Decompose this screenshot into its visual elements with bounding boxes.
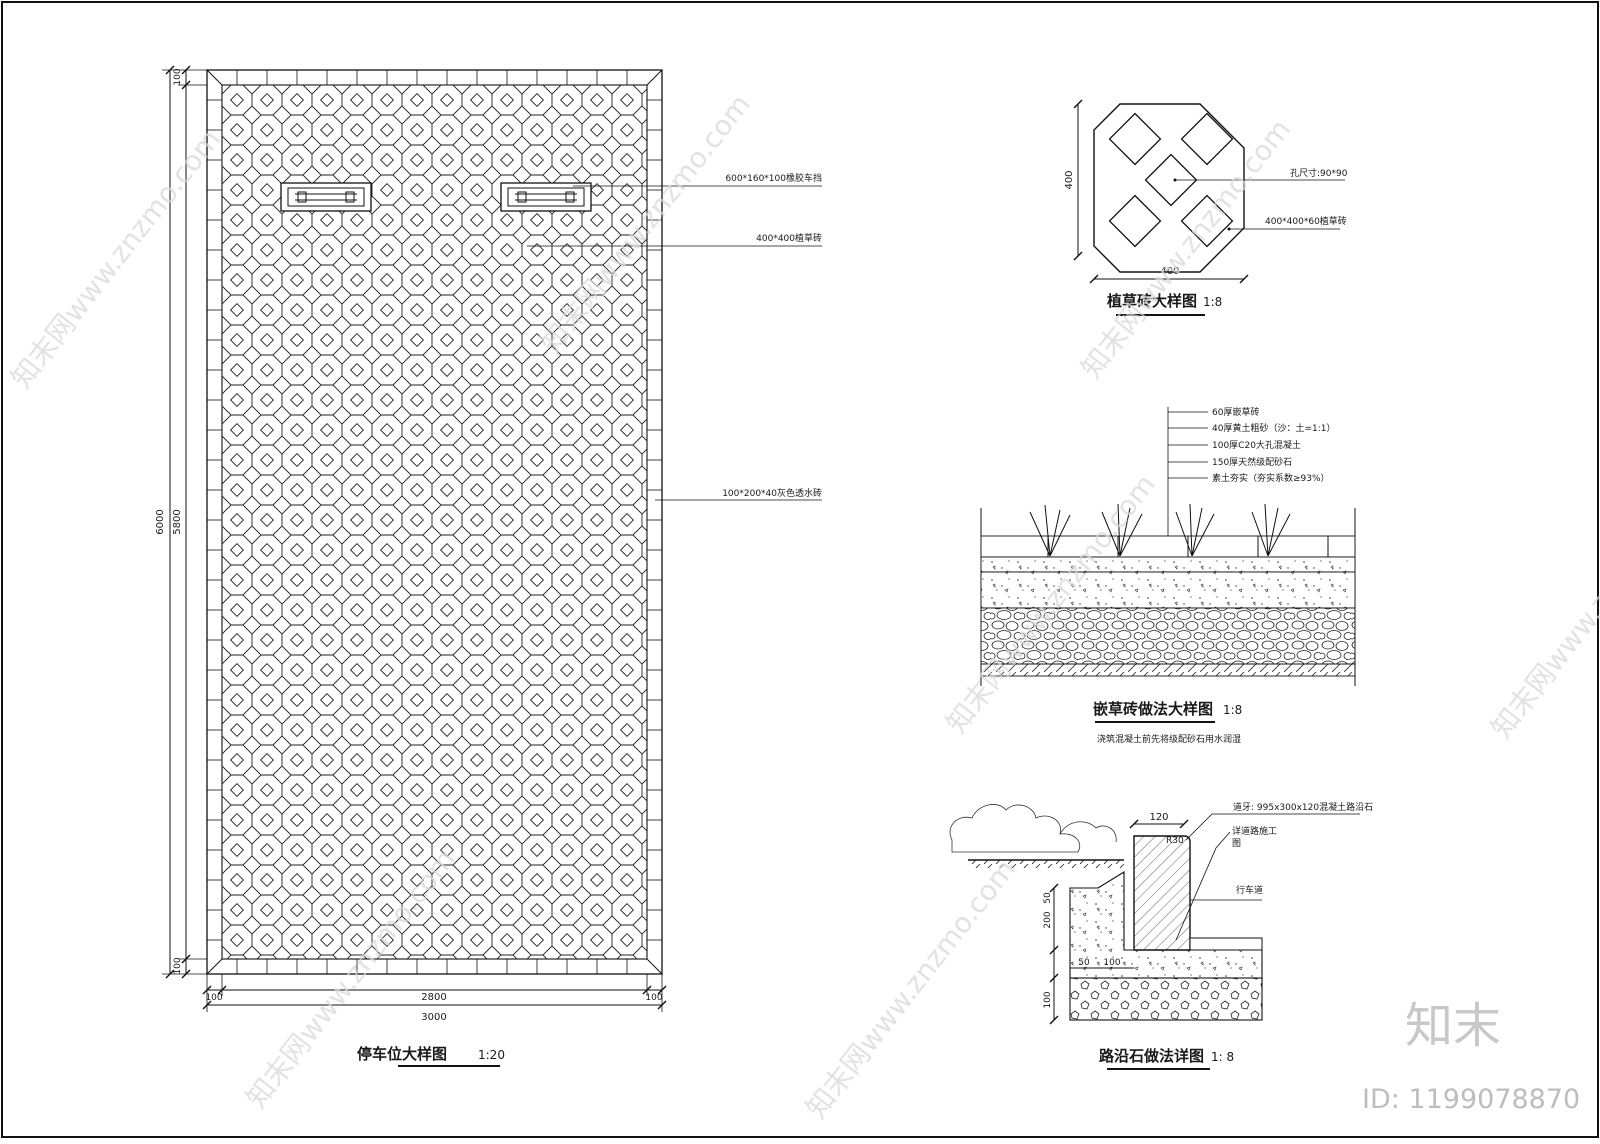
dim-100-left: 100	[1043, 991, 1053, 1008]
wheel-stop-right	[500, 182, 592, 212]
parking-scale: 1:20	[478, 1048, 505, 1062]
label-wheel-stop: 600*160*100橡胶车挡	[725, 172, 822, 184]
layer-label-4: 150厚天然级配砂石	[1212, 456, 1292, 468]
layer-label-2: 40厚黄土粗砂（沙：土=1:1）	[1212, 422, 1335, 434]
dim-curb-width: 120	[1149, 812, 1168, 823]
layer-label-3: 100厚C20大孔混凝土	[1212, 439, 1301, 451]
label-hole-size: 孔尺寸:90*90	[1290, 167, 1348, 179]
dim-200: 200	[1043, 911, 1053, 928]
dim-total-width: 3000	[421, 1012, 446, 1023]
dim-total-height: 6000	[155, 509, 166, 534]
label-grass-brick: 400*400植草砖	[756, 232, 822, 244]
logo-text: 知末	[1405, 998, 1501, 1054]
dim-inner-width: 2800	[421, 992, 446, 1003]
dim-50-bottom: 50	[1078, 958, 1090, 968]
brick-dim-width: 400	[1160, 266, 1179, 277]
watermark-3: 知末网www.znzmo.com	[1075, 113, 1297, 385]
label-curb-spec: 道牙: 995x300x120混凝土路沿石	[1233, 801, 1373, 813]
layer-concrete	[980, 571, 1356, 609]
watermark-1: 知末网www.znzmo.com	[5, 123, 227, 395]
layer-sand	[980, 556, 1356, 573]
grass-blades	[1029, 503, 1291, 557]
grass-brick-field	[222, 85, 647, 959]
label-road: 行车道	[1236, 884, 1263, 896]
watermark-7: 知末网www.znzmo.com	[1485, 473, 1600, 745]
brick-detail-scale: 1:8	[1203, 295, 1222, 309]
dim-radius: R30	[1166, 836, 1184, 846]
label-border-brick: 100*200*40灰色透水砖	[722, 487, 822, 499]
grass-brick-detail: 400 400 孔尺寸:90*90 400*400*60植草砖 植草砖大样图 1…	[1064, 99, 1348, 316]
brick-outline	[1093, 103, 1245, 273]
dim-100-bottom: 100	[1103, 958, 1120, 968]
grass-bricks-row	[980, 535, 1356, 558]
wheel-stop-left	[280, 182, 372, 212]
watermark-6: 知末网www.znzmo.com	[800, 853, 1022, 1125]
border-bricks	[207, 70, 662, 974]
dim-50-top: 50	[1043, 892, 1053, 904]
parking-plan: 600*160*100橡胶车挡 400*400植草砖 100*200*40灰色透…	[155, 65, 822, 1067]
brick-dim-height: 400	[1064, 170, 1075, 189]
paving-section: 60厚嵌草砖 40厚黄土粗砂（沙：土=1:1） 100厚C20大孔混凝土 150…	[980, 406, 1356, 745]
dim-right-border: 100	[645, 993, 662, 1003]
brick-holes	[1108, 112, 1234, 248]
dim-left-border: 100	[205, 993, 222, 1003]
paving-title: 嵌草砖做法大样图	[1093, 700, 1213, 718]
label-ref-2: 图	[1232, 838, 1241, 849]
brick-detail-title: 植草砖大样图	[1107, 292, 1197, 310]
layer-labels: 60厚嵌草砖 40厚黄土粗砂（沙：土=1:1） 100厚C20大孔混凝土 150…	[1168, 406, 1335, 484]
curb-base	[1069, 977, 1263, 1021]
layer-label-1: 60厚嵌草砖	[1212, 406, 1259, 418]
id-text: ID: 1199078870	[1362, 1084, 1580, 1115]
layer-label-5: 素土夯实（夯实系数≥93%）	[1212, 472, 1330, 484]
shrub-sketch	[949, 804, 1117, 853]
dim-bottom-border: 100	[173, 957, 183, 974]
layer-gravel	[980, 607, 1356, 665]
paving-note: 浇筑混凝土前先将级配砂石用水润湿	[1097, 733, 1241, 745]
label-brick-size: 400*400*60植草砖	[1265, 215, 1347, 227]
layer-soil	[980, 663, 1356, 677]
dim-inner-height: 5800	[172, 509, 183, 534]
curb-stone	[1133, 835, 1191, 951]
curb-section: 行车道 120 R30 道牙: 995x300x120混凝土路沿石 详道路施工 …	[949, 801, 1373, 1070]
curb-title: 路沿石做法详图	[1099, 1047, 1204, 1065]
label-ref: 详道路施工	[1232, 825, 1277, 837]
dim-top-border: 100	[173, 68, 183, 85]
parking-title: 停车位大样图	[357, 1045, 447, 1063]
curb-scale: 1: 8	[1211, 1050, 1234, 1064]
paving-scale: 1:8	[1223, 703, 1242, 717]
